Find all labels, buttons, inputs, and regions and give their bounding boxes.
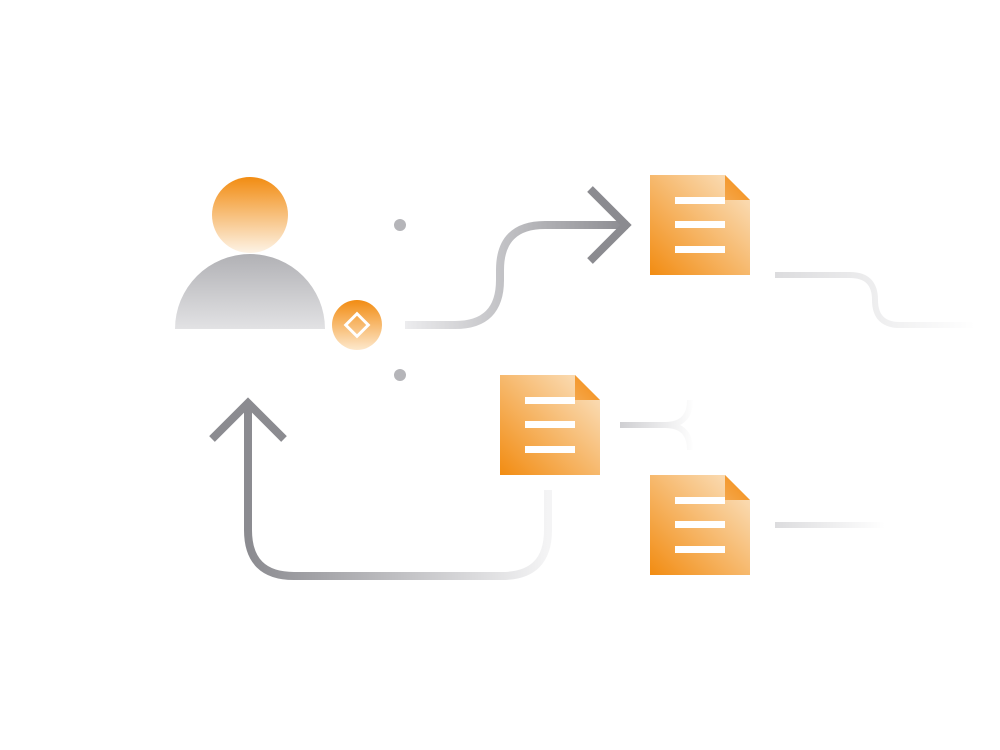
user-head: [212, 177, 288, 253]
edge-doc-1-out: [775, 272, 975, 328]
edge-user-to-doc-1: [405, 221, 628, 329]
arrowhead-up-icon: [209, 397, 287, 442]
arrowhead-right-icon: [587, 186, 632, 264]
diamond-icon: [332, 300, 382, 350]
document-icon: [500, 375, 600, 475]
user-body: [175, 254, 325, 329]
edge-doc-2-to-user: [244, 404, 552, 580]
document-icon: [650, 475, 750, 575]
document-icon: [650, 175, 750, 275]
dot-marker: [394, 219, 406, 231]
user-icon: [175, 177, 325, 329]
dot-marker: [394, 369, 406, 381]
edge-doc-2-out: [620, 399, 693, 451]
